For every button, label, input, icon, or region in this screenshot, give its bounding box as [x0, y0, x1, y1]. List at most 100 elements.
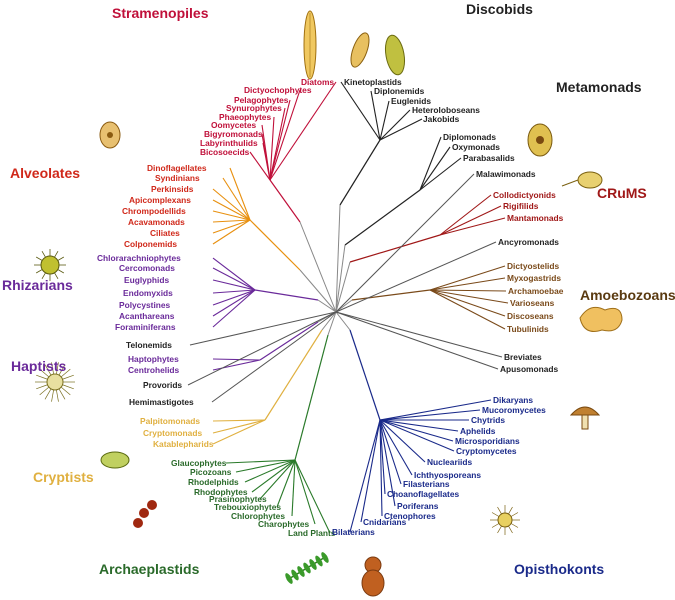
- branch-microsporidians: [379, 419, 454, 442]
- taxon-label-collodictyonids: Collodictyonids: [493, 190, 556, 200]
- tree-branches: [187, 81, 509, 534]
- branch-euglenids: [379, 100, 390, 141]
- taxon-label-syndinians: Syndinians: [155, 173, 200, 183]
- branch-aphelids: [379, 419, 459, 432]
- taxon-label-ctenophores: Ctenophores: [384, 511, 436, 521]
- taxon-label-kinetoplastids: Kinetoplastids: [344, 77, 402, 87]
- branch-archaeplastids-stem: [327, 311, 337, 336]
- taxon-label-bicosoecids: Bicosoecids: [200, 147, 250, 157]
- supergroup-label-crums: CRuMS: [597, 185, 647, 201]
- taxon-label-telonemids: Telonemids: [126, 340, 172, 350]
- branch-cryptomonads: [212, 419, 266, 434]
- branch-archamoebae: [429, 289, 507, 292]
- taxon-label-mucoromycetes: Mucoromycetes: [482, 405, 546, 415]
- taxon-label-diplonemids: Diplonemids: [374, 86, 425, 96]
- taxon-label-euglenids: Euglenids: [391, 96, 431, 106]
- branch-crums-base: [349, 234, 441, 263]
- branch-alveolates-stem: [299, 269, 337, 313]
- branch-discobids-base: [339, 139, 381, 206]
- branch-metamonads-stem: [335, 244, 346, 313]
- branch-alveolates-base: [249, 219, 301, 271]
- branch-labyrinthulids: [262, 142, 271, 181]
- taxon-label-hemimastigotes: Hemimastigotes: [129, 397, 194, 407]
- supergroup-label-opisthokonts: Opisthokonts: [514, 561, 604, 577]
- branch-bilaterians: [349, 419, 381, 533]
- branch-apusomonads: [335, 311, 499, 370]
- branch-cnidarians: [360, 419, 381, 523]
- taxon-label-chrompodellids: Chrompodellids: [122, 206, 186, 216]
- taxon-label-euglyphids: Euglyphids: [124, 275, 169, 285]
- branch-choanoflagellates: [379, 419, 386, 495]
- taxon-label-labyrinthulids: Labyrinthulids: [200, 138, 258, 148]
- branch-perkinsids: [212, 188, 251, 221]
- taxon-label-trebouxiophytes: Trebouxiophytes: [214, 502, 281, 512]
- branch-diatoms: [269, 81, 337, 181]
- branch-polycystines: [212, 289, 256, 306]
- supergroup-label-metamonads: Metamonads: [556, 79, 642, 95]
- branch-dictyostelids: [429, 265, 506, 291]
- branch-euglyphids: [212, 279, 256, 291]
- branch-colponemids: [212, 219, 251, 245]
- taxon-label-ciliates: Ciliates: [150, 228, 180, 238]
- branch-ichthyosporeans: [379, 419, 413, 476]
- branch-kinetoplastids: [340, 81, 381, 141]
- supergroup-label-amoebozoans: Amoebozoans: [580, 287, 675, 303]
- branch-apicomplexans: [212, 199, 251, 221]
- taxon-label-charophytes: Charophytes: [258, 519, 310, 529]
- taxon-label-haptophytes: Haptophytes: [128, 354, 179, 364]
- branch-ciliates: [212, 219, 251, 234]
- branch-metamonads-base: [344, 189, 421, 246]
- taxon-label-phaeophytes: Phaeophytes: [219, 112, 271, 122]
- branch-charophytes: [294, 459, 316, 525]
- branch-glaucophytes: [225, 459, 296, 464]
- taxon-label-aphelids: Aphelids: [460, 426, 496, 436]
- taxon-label-ancyromonads: Ancyromonads: [498, 237, 559, 247]
- branch-diplonemids: [370, 90, 381, 141]
- supergroup-label-discobids: Discobids: [466, 1, 533, 17]
- branch-jakobids: [379, 118, 423, 141]
- taxon-label-rhodophytes: Rhodophytes: [194, 487, 248, 497]
- branch-palpitomonads: [212, 419, 266, 422]
- branch-chlorarachniophytes: [212, 257, 256, 291]
- supergroup-label-rhizarians: Rhizarians: [2, 277, 73, 293]
- taxon-label-endomyxids: Endomyxids: [123, 288, 173, 298]
- taxon-label-apusomonads: Apusomonads: [500, 364, 559, 374]
- taxon-label-acanthareans: Acanthareans: [119, 311, 175, 321]
- taxon-label-microsporidians: Microsporidians: [455, 436, 520, 446]
- taxon-label-land-plants: Land Plants: [288, 528, 336, 538]
- plant-leaf-illustration: [285, 552, 329, 584]
- branch-tubulinids: [429, 289, 506, 330]
- taxon-label-oomycetes: Oomycetes: [211, 120, 256, 130]
- red-alga-illustration: [133, 500, 157, 528]
- branch-stramenopiles-stem: [299, 221, 337, 313]
- branch-rhizarians-stem: [317, 299, 337, 313]
- taxon-label-glaucophytes: Glaucophytes: [171, 458, 227, 468]
- branch-discoseans: [429, 289, 506, 317]
- branch-diplomonads: [419, 136, 442, 191]
- branch-oxymonads: [419, 146, 451, 191]
- organism-illustrations: [34, 10, 623, 597]
- supergroup-label-archaeplastids: Archaeplastids: [99, 561, 200, 577]
- taxon-label-dinoflagellates: Dinoflagellates: [147, 163, 207, 173]
- branch-poriferans: [379, 419, 396, 507]
- taxon-label-archamoebae: Archamoebae: [508, 286, 564, 296]
- branch-haptophytes: [212, 358, 261, 361]
- branch-hemimastigotes: [211, 311, 337, 403]
- choanoflagellate-illustration: [490, 505, 520, 535]
- branch-synurophytes: [269, 107, 286, 181]
- taxon-label-rigifilids: Rigifilids: [503, 201, 539, 211]
- branch-rigifilids: [439, 205, 502, 236]
- taxon-label-palpitomonads: Palpitomonads: [140, 416, 200, 426]
- branch-land-plants: [294, 459, 331, 534]
- euglenid-illustration: [350, 32, 406, 76]
- branch-cercomonads: [212, 267, 256, 291]
- branch-dinoflagellates: [229, 167, 251, 221]
- branch-discobids-stem: [335, 204, 341, 313]
- metamonad-illustration: [527, 123, 553, 157]
- branch-cryptists-stem: [321, 311, 337, 331]
- taxon-label-nucleariids: Nucleariids: [427, 457, 472, 467]
- taxon-label-poriferans: Poriferans: [397, 501, 439, 511]
- branch-crums-stem: [335, 261, 351, 313]
- branch-phaeophytes: [269, 116, 275, 181]
